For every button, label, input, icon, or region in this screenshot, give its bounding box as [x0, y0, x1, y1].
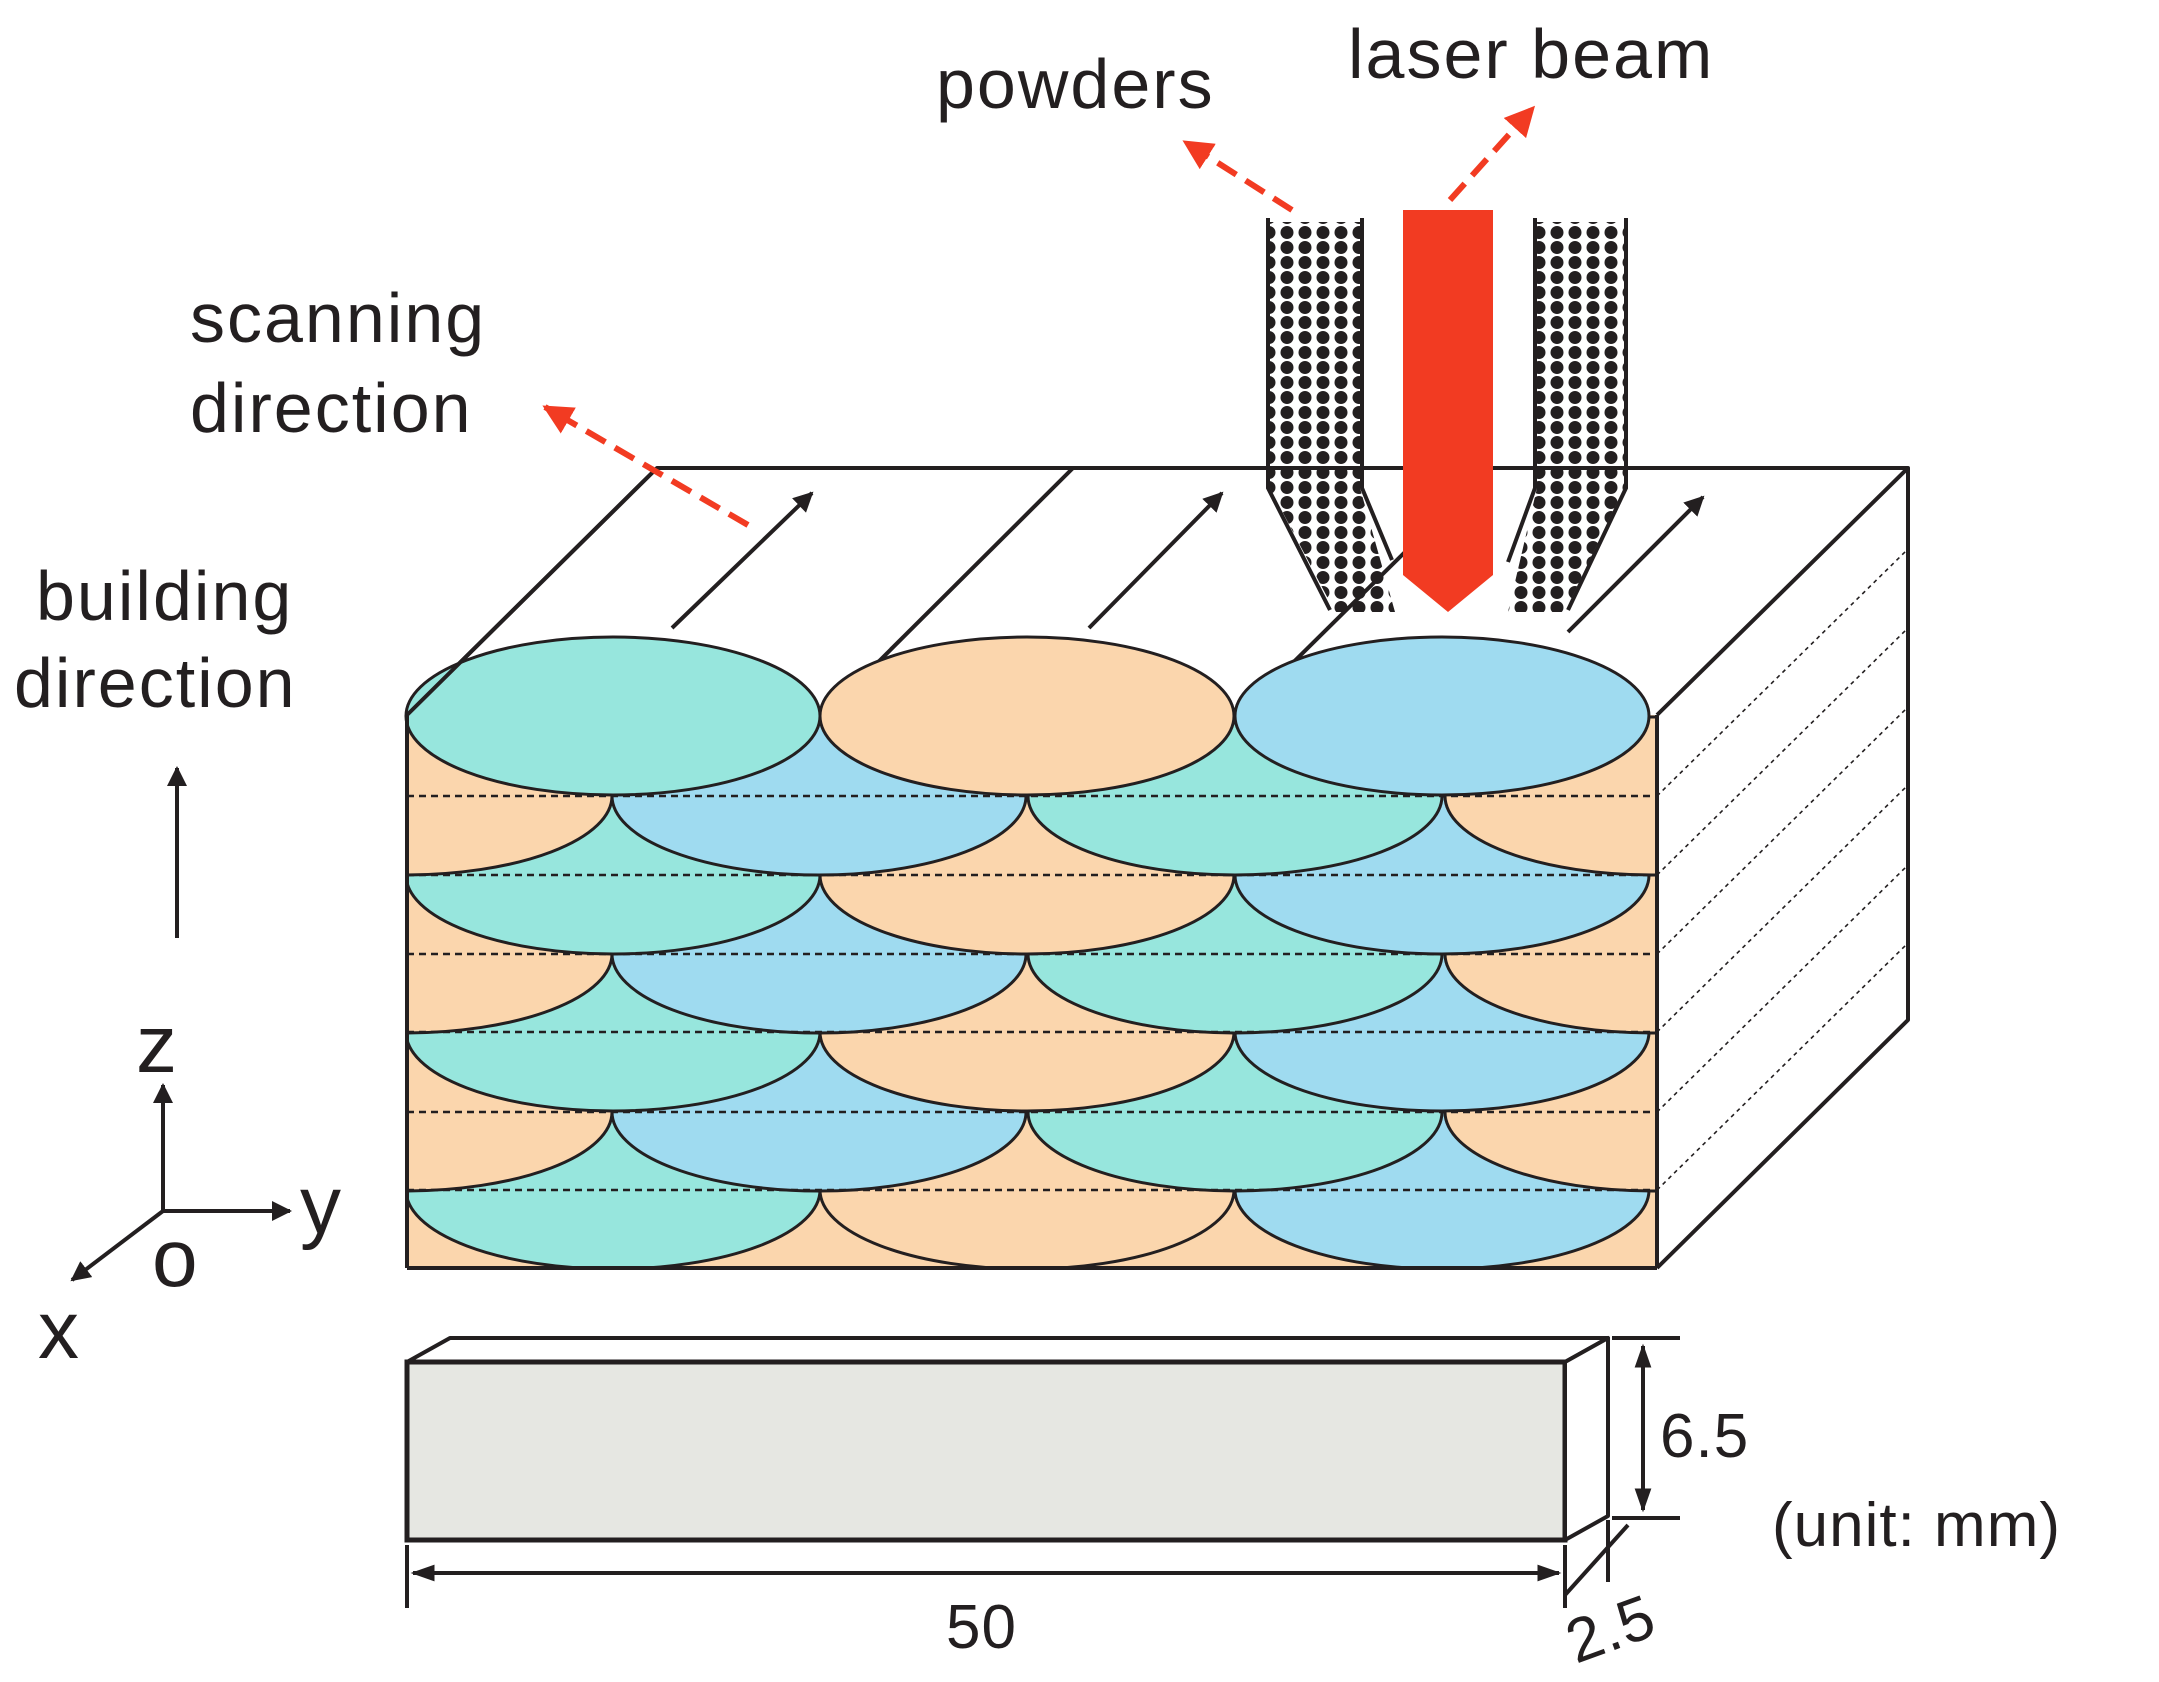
y-axis-label: y: [300, 1160, 341, 1251]
unit-label: (unit: mm): [1772, 1491, 2061, 1560]
coordinate-axes: z y x o: [38, 999, 341, 1376]
specimen-side-face: [1563, 1336, 1610, 1542]
scanning-label-line2: direction: [190, 369, 473, 447]
right-nozzle-wall-inner: [1506, 218, 1537, 563]
side-layer-lines: [1656, 548, 1909, 1191]
left-nozzle-wall-outer: [1266, 218, 1332, 611]
scan-arrow-3: [1566, 495, 1705, 634]
building-label-line2: direction: [14, 644, 297, 722]
block-side-face: [1657, 468, 1908, 1268]
side-layer-line: [1656, 864, 1909, 1113]
origin-label: o: [152, 1213, 198, 1304]
height-dimension-label: 6.5: [1660, 1402, 1749, 1471]
side-layer-line: [1656, 942, 1909, 1191]
side-layer-line: [1656, 627, 1909, 876]
right-nozzle-wall-outer: [1566, 218, 1628, 611]
scan-arrow-2: [1087, 491, 1224, 630]
side-layer-line: [1656, 706, 1909, 955]
specimen-top-face: [405, 1336, 1610, 1364]
tensile-specimen: 6.5 (unit: mm) 50 2.5: [404, 1336, 2061, 1677]
z-axis-label: z: [136, 999, 177, 1090]
top-bead: [1233, 635, 1651, 797]
deposition-head: [542, 105, 1628, 612]
side-layer-line: [1656, 784, 1909, 1033]
depth-dimension-label: 2.5: [1557, 1582, 1664, 1677]
top-bead: [818, 635, 1236, 797]
block-front-face: [407, 715, 1657, 1270]
laser-beam-shape: [1403, 210, 1493, 612]
deposited-block: [404, 466, 1910, 1270]
scanning-pointer: [542, 404, 750, 528]
scanning-label-line1: scanning: [190, 279, 486, 357]
top-bead: [404, 635, 822, 797]
x-axis-arrow: [70, 1209, 165, 1282]
length-dimension-label: 50: [946, 1593, 1017, 1662]
left-powder-stream: [1270, 222, 1395, 612]
laser-pointer: [1447, 105, 1536, 203]
left-nozzle-wall-inner: [1360, 218, 1394, 561]
top-bead-row: [404, 635, 1651, 797]
powders-label: powders: [936, 45, 1215, 123]
depth-dimension: [1563, 1523, 1630, 1597]
laser-beam-label: laser beam: [1348, 15, 1714, 93]
x-axis-label: x: [38, 1285, 79, 1376]
side-layer-line: [1656, 548, 1909, 797]
block-edge-top-right: [1655, 466, 1910, 717]
building-label-line1: building: [36, 557, 293, 635]
specimen-front-face: [404, 1359, 1568, 1543]
scan-arrow-1: [670, 491, 814, 630]
powders-pointer: [1182, 139, 1294, 213]
